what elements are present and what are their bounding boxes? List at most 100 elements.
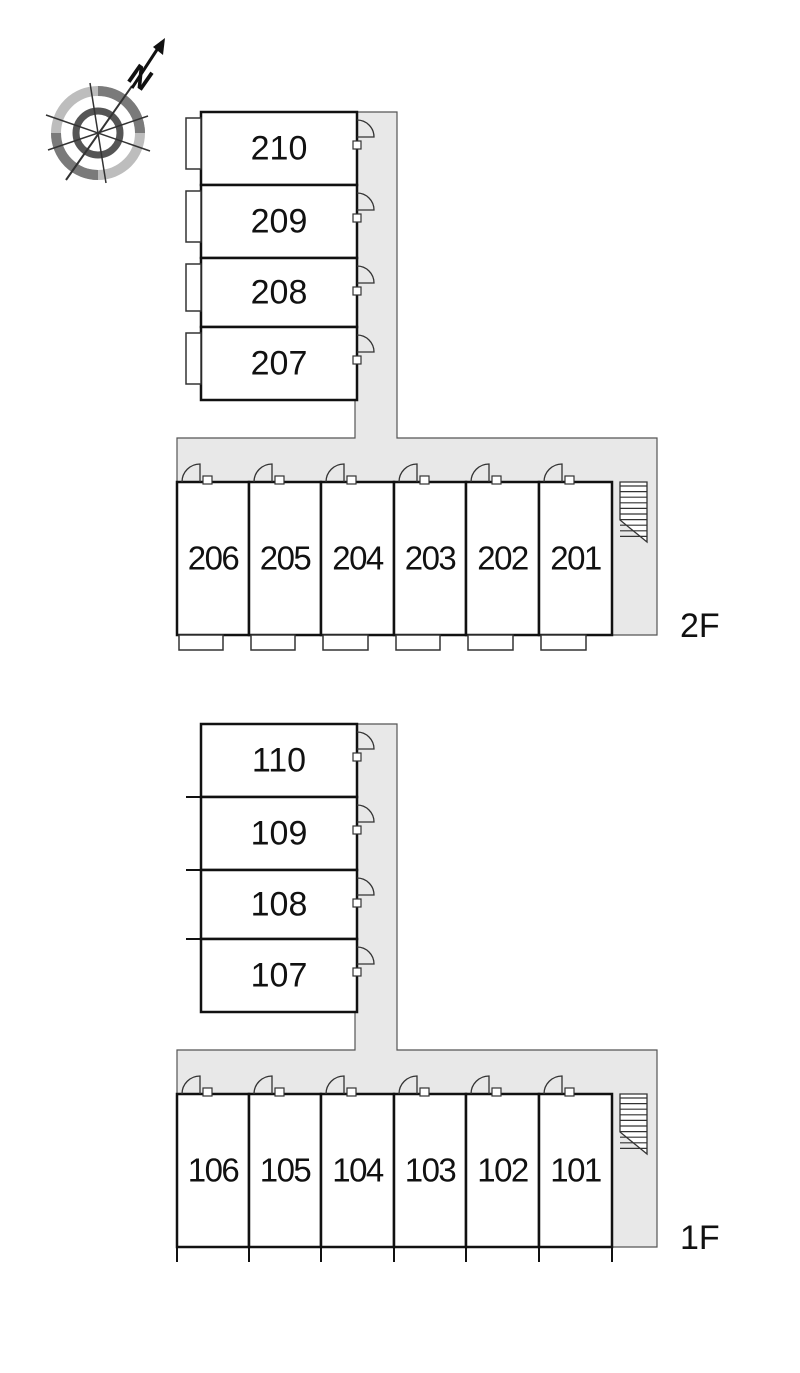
door-icon (202, 1087, 213, 1097)
balcony (395, 634, 441, 651)
door-icon (352, 752, 362, 762)
door-icon (356, 334, 375, 353)
compass-inner-ring (72, 107, 124, 159)
door-icon (352, 825, 362, 835)
door-icon (352, 967, 362, 977)
unit-outline (199, 937, 359, 1014)
door-icon (419, 475, 430, 485)
unit-109[interactable]: 109 (186, 795, 375, 872)
unit-number: 109 (251, 815, 308, 853)
door-icon (352, 140, 362, 150)
door-icon (352, 213, 362, 223)
unit-105[interactable]: 105 (247, 1075, 323, 1262)
unit-number: 105 (260, 1152, 311, 1189)
unit-number: 208 (251, 274, 308, 312)
unit-number: 210 (251, 130, 308, 168)
unit-number: 103 (405, 1152, 456, 1189)
balcony (467, 634, 514, 651)
unit-201[interactable]: 201 (537, 463, 614, 651)
unit-202[interactable]: 202 (464, 463, 541, 651)
unit-number: 107 (251, 957, 308, 995)
unit-number: 205 (260, 540, 311, 577)
unit-number: 203 (405, 540, 456, 577)
door-icon (181, 1075, 201, 1095)
door-icon (325, 463, 345, 483)
unit-209[interactable]: 209 (185, 183, 375, 260)
unit-110[interactable]: 110 (199, 722, 375, 799)
door-icon (398, 1075, 418, 1095)
door-icon (356, 946, 375, 965)
door-icon (470, 1075, 490, 1095)
door-icon (470, 463, 490, 483)
compass-ring-segment (97, 86, 145, 134)
unit-206[interactable]: 206 (175, 463, 251, 651)
unit-103[interactable]: 103 (392, 1075, 468, 1262)
door-icon (274, 475, 285, 485)
unit-outline (392, 1092, 468, 1249)
balcony (185, 117, 202, 170)
balcony (178, 634, 224, 651)
unit-outline (319, 480, 396, 637)
door-icon (564, 1087, 575, 1097)
unit-108[interactable]: 108 (186, 868, 375, 941)
balcony (185, 263, 202, 312)
balcony (540, 634, 587, 651)
unit-107[interactable]: 107 (186, 937, 375, 1014)
compass-cross-line (89, 82, 107, 184)
door-icon (419, 1087, 430, 1097)
door-icon (356, 804, 375, 823)
unit-203[interactable]: 203 (392, 463, 468, 651)
door-icon (352, 898, 362, 908)
floor-label: 1F (680, 1219, 720, 1257)
unit-number: 202 (477, 540, 528, 577)
unit-number: 110 (252, 742, 306, 780)
staircase (619, 1093, 648, 1156)
unit-204[interactable]: 204 (319, 463, 396, 651)
unit-number: 204 (332, 540, 384, 577)
unit-outline (392, 480, 468, 637)
unit-outline (464, 480, 541, 637)
balcony (322, 634, 369, 651)
door-icon (543, 1075, 563, 1095)
unit-outline (175, 480, 251, 637)
unit-106[interactable]: 106 (175, 1075, 251, 1262)
unit-210[interactable]: 210 (185, 110, 375, 187)
compass-rose: N (45, 38, 165, 184)
door-icon (356, 731, 375, 750)
door-icon (253, 1075, 273, 1095)
door-icon (398, 463, 418, 483)
unit-number: 209 (251, 203, 308, 241)
unit-207[interactable]: 207 (185, 325, 375, 402)
door-icon (356, 119, 375, 138)
unit-number: 207 (251, 345, 308, 383)
door-icon (356, 877, 375, 896)
unit-205[interactable]: 205 (247, 463, 323, 651)
unit-number: 101 (550, 1152, 601, 1189)
unit-102[interactable]: 102 (464, 1075, 541, 1262)
floor-label: 2F (680, 607, 720, 645)
unit-outline (537, 480, 614, 637)
door-icon (491, 1087, 502, 1097)
door-icon (543, 463, 563, 483)
unit-number: 102 (477, 1152, 528, 1189)
balcony (185, 332, 202, 385)
compass-ring-segment (51, 132, 99, 180)
unit-104[interactable]: 104 (319, 1075, 396, 1262)
door-icon (325, 1075, 345, 1095)
door-icon (564, 475, 575, 485)
unit-number: 206 (188, 540, 239, 577)
door-icon (202, 475, 213, 485)
door-icon (491, 475, 502, 485)
door-icon (181, 463, 201, 483)
door-icon (346, 1087, 357, 1097)
unit-outline (464, 1092, 541, 1249)
unit-number: 104 (332, 1152, 384, 1189)
door-icon (274, 1087, 285, 1097)
unit-101[interactable]: 101 (537, 1075, 614, 1262)
unit-208[interactable]: 208 (185, 256, 375, 329)
door-icon (352, 355, 362, 365)
